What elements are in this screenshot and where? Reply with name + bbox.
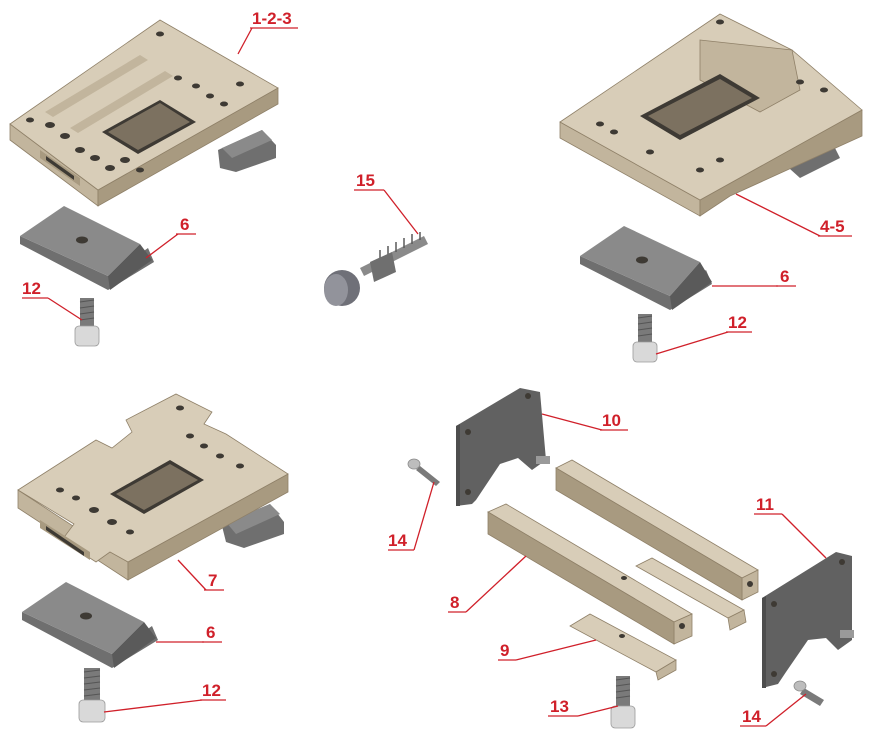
callout-label-6-b: 6 bbox=[780, 267, 789, 286]
callout-15: 15 bbox=[354, 171, 419, 235]
part-15-knob-screw bbox=[324, 232, 428, 306]
callout-9: 9 bbox=[498, 639, 597, 661]
callout-12-b: 12 bbox=[655, 313, 752, 355]
part-1-2-3-base-plate bbox=[9, 19, 279, 207]
part-7-carriage-plate bbox=[17, 393, 289, 581]
part-9-wedge bbox=[569, 613, 677, 681]
callout-label-10: 10 bbox=[602, 411, 621, 430]
part-6-clamp-block-a bbox=[20, 206, 154, 290]
callout-label-6-c: 6 bbox=[206, 623, 215, 642]
callout-12-a: 12 bbox=[22, 279, 83, 321]
callout-10: 10 bbox=[541, 411, 628, 431]
callout-11: 11 bbox=[754, 495, 827, 559]
part-6-clamp-block-c bbox=[22, 582, 158, 668]
part-12-socket-screw-b bbox=[632, 314, 658, 363]
callout-label-12-b: 12 bbox=[728, 313, 747, 332]
callout-14-b: 14 bbox=[740, 693, 807, 727]
callout-1-2-3: 1-2-3 bbox=[237, 9, 298, 55]
callout-label-8: 8 bbox=[450, 593, 459, 612]
callout-label-12-c: 12 bbox=[202, 681, 221, 700]
callout-label-7: 7 bbox=[208, 571, 217, 590]
callout-label-1-2-3: 1-2-3 bbox=[252, 9, 292, 28]
part-13-socket-screw bbox=[610, 676, 636, 729]
callout-label-12-a: 12 bbox=[22, 279, 41, 298]
callout-8: 8 bbox=[448, 555, 527, 613]
part-14-screw-b bbox=[793, 680, 824, 706]
part-10-end-plate bbox=[456, 388, 550, 506]
part-11-end-plate bbox=[762, 552, 854, 688]
callout-7: 7 bbox=[177, 559, 224, 591]
callout-label-6-a: 6 bbox=[180, 215, 189, 234]
callout-label-14-b: 14 bbox=[742, 707, 761, 726]
part-12-socket-screw-c bbox=[78, 668, 106, 723]
callout-label-11: 11 bbox=[756, 495, 774, 514]
callout-6-c: 6 bbox=[156, 623, 222, 643]
callout-4-5: 4-5 bbox=[735, 193, 852, 237]
part-6-clamp-block-b bbox=[580, 226, 712, 310]
callout-label-9: 9 bbox=[500, 641, 509, 660]
callout-label-13: 13 bbox=[550, 697, 569, 716]
part-4-5-carriage-body bbox=[559, 13, 863, 217]
callout-12-c: 12 bbox=[103, 681, 226, 713]
callout-13: 13 bbox=[548, 697, 619, 717]
part-12-socket-screw-a bbox=[74, 298, 100, 347]
callout-label-4-5: 4-5 bbox=[820, 217, 845, 236]
callout-label-14-a: 14 bbox=[388, 531, 407, 550]
callout-label-15: 15 bbox=[356, 171, 375, 190]
callout-6-a: 6 bbox=[145, 215, 196, 259]
callout-14-a: 14 bbox=[388, 481, 435, 551]
callout-6-b: 6 bbox=[712, 267, 796, 287]
part-14-screw-a bbox=[407, 458, 440, 486]
part-8-rail-pair bbox=[487, 459, 759, 645]
